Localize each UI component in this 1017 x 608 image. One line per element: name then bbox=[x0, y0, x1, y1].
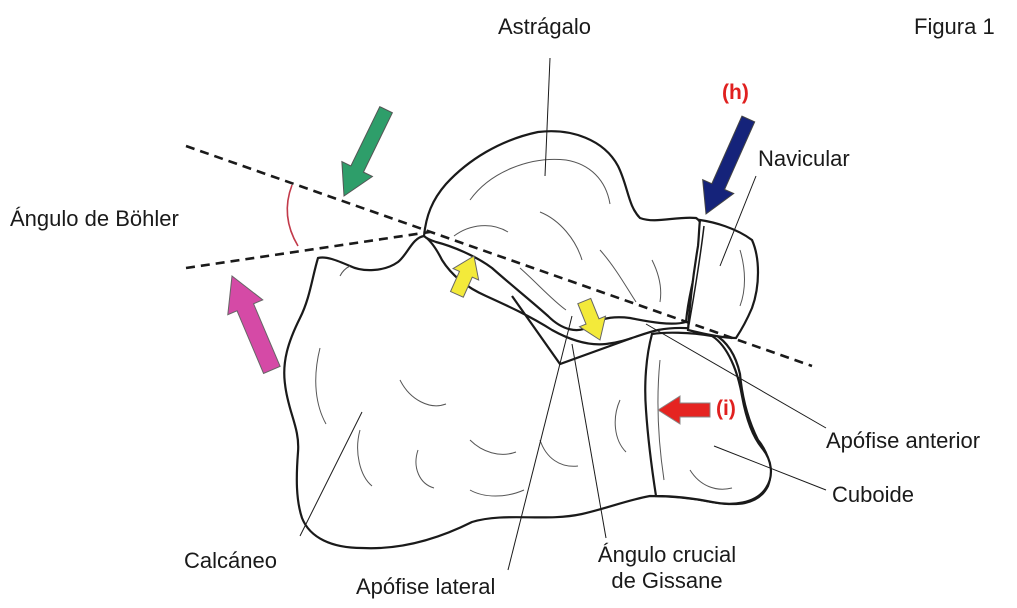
label-navicular: Navicular bbox=[758, 146, 850, 172]
label-angulo-crucial-line1: Ángulo crucial bbox=[562, 542, 772, 568]
green-arrow bbox=[329, 102, 402, 203]
label-cuboide: Cuboide bbox=[832, 482, 914, 508]
label-angulo-crucial: Ángulo crucial de Gissane bbox=[562, 542, 772, 594]
label-calcaneo: Calcáneo bbox=[184, 548, 277, 574]
marker-i: (i) bbox=[716, 396, 736, 422]
bohler-line-lower bbox=[186, 232, 430, 268]
label-angulo-bohler: Ángulo de Böhler bbox=[10, 206, 179, 232]
label-apofise-anterior: Apófise anterior bbox=[826, 428, 980, 454]
label-angulo-crucial-line2: de Gissane bbox=[562, 568, 772, 594]
bohler-angle-arc bbox=[287, 185, 298, 246]
label-apofise-lateral: Apófise lateral bbox=[356, 574, 495, 600]
navy-arrow bbox=[690, 112, 763, 221]
navicular-outline bbox=[688, 220, 758, 338]
magenta-arrow bbox=[215, 269, 290, 378]
marker-h: (h) bbox=[722, 80, 749, 106]
figure-label: Figura 1 bbox=[914, 14, 995, 40]
label-astragalo: Astrágalo bbox=[498, 14, 591, 40]
